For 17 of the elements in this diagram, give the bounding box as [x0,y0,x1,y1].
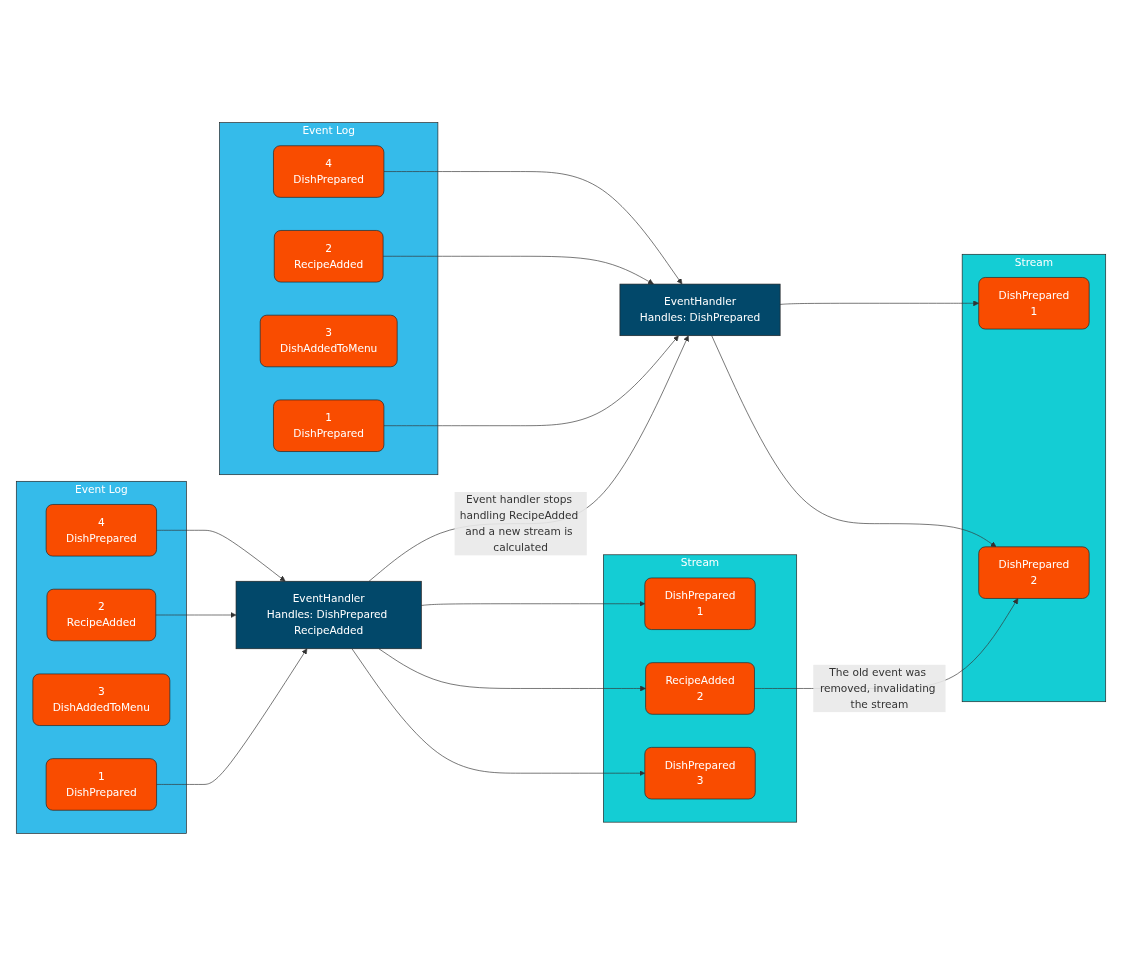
node-box: DishPrepared 2 [978,546,1090,599]
edge-label: The old event was removed, invalidating the stream [819,665,936,711]
node-box: DishPrepared 1 [978,277,1090,330]
node-box: EventHandler Handles: DishPrepared RecipeAdded [235,580,422,650]
node-box: 1 DishPrepared [45,758,157,811]
node-box: 1 DishPrepared [273,399,385,452]
edge-label: Event handler stops handling RecipeAdded and a new stream is calculated [459,493,579,554]
node-box: 3 DishAddedToMenu [32,673,171,726]
node-box: 4 DishPrepared [45,504,157,557]
node-box: RecipeAdded 2 [645,662,755,715]
node-box: 2 RecipeAdded [273,230,384,283]
node-box: 2 RecipeAdded [46,588,157,642]
node-box: 4 DishPrepared [273,145,385,198]
node-box: 3 DishAddedToMenu [259,314,398,368]
node-box: EventHandler Handles: DishPrepared [619,283,781,337]
node-box: DishPrepared 1 [644,577,756,630]
node-box: DishPrepared 3 [644,747,756,800]
